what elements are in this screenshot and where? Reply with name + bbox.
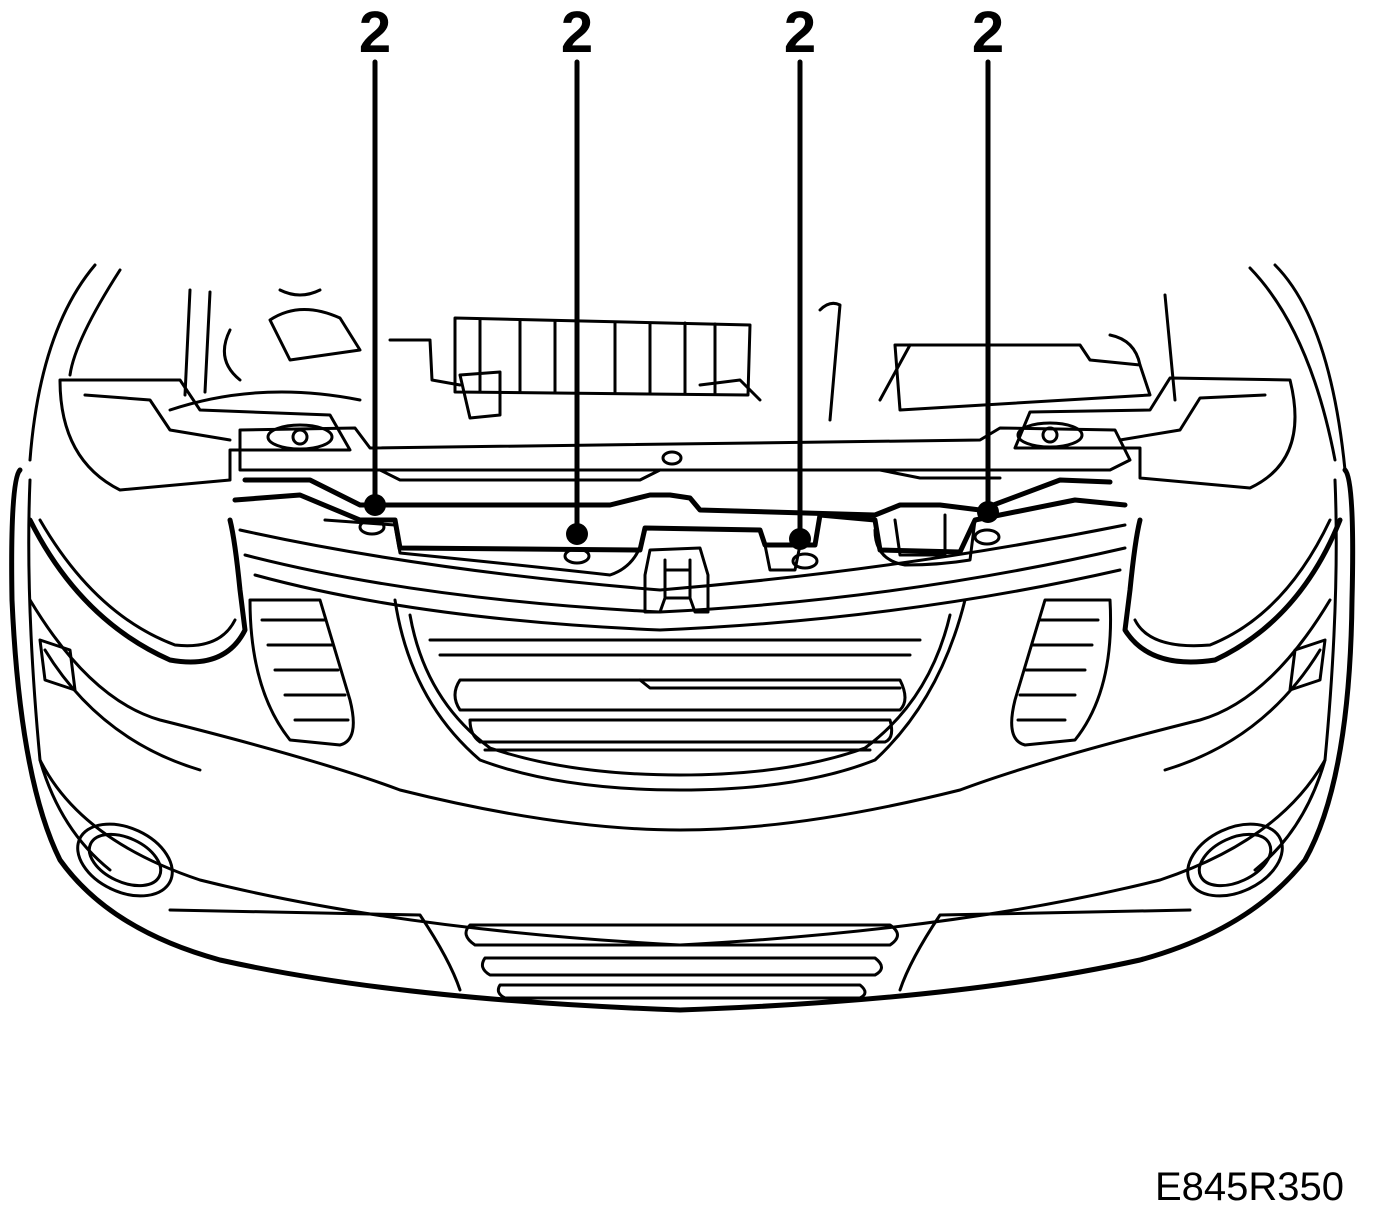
callout-leaders <box>372 59 991 542</box>
bumper-shell <box>9 467 1356 1013</box>
callout-dots <box>364 494 999 550</box>
fenders <box>28 263 1347 472</box>
side-grilles <box>248 598 1113 747</box>
grille-inner <box>238 513 1127 632</box>
engine-bay <box>168 288 1177 422</box>
callout-label-4: 2 <box>972 0 1004 65</box>
headlamp-inner <box>38 518 1332 648</box>
callout-label-3: 2 <box>784 0 816 65</box>
upper-crossmember <box>238 421 1132 482</box>
callout-dot-3 <box>789 528 811 550</box>
fog-lamps <box>76 822 1284 898</box>
callout-dot-2 <box>566 523 588 545</box>
callout-label-1: 2 <box>359 0 391 65</box>
fastener-holes <box>358 518 1001 570</box>
lower-intake <box>168 908 1192 1000</box>
headlamps <box>27 517 1343 665</box>
main-grille <box>393 598 967 792</box>
figure-code: E845R350 <box>1154 1165 1344 1209</box>
callout-dot-4 <box>977 501 999 523</box>
callout-dot-1 <box>364 494 386 516</box>
callout-label-2: 2 <box>561 0 593 65</box>
